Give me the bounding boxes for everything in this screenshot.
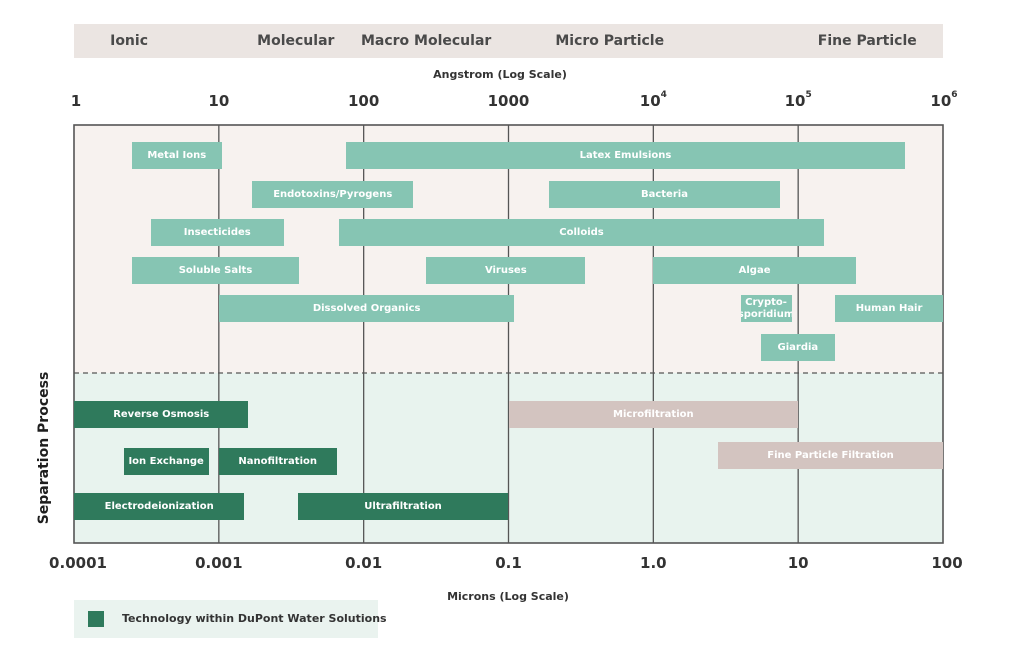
process-bar: Nanofiltration: [218, 448, 337, 475]
top-tick-label: 104: [639, 90, 667, 110]
particle-bar: Insecticides: [150, 219, 284, 246]
process-bar: Reverse Osmosis: [74, 401, 249, 428]
process-bar: Ultrafiltration: [297, 493, 509, 520]
plot-frame: [73, 124, 944, 544]
bottom-tick-label: 100: [931, 554, 963, 572]
particle-bar: Endotoxins/Pyrogens: [252, 181, 414, 208]
bottom-tick-label: 10: [787, 554, 809, 572]
top-tick-label: 1: [70, 92, 82, 110]
bottom-tick-label: 0.01: [345, 554, 383, 572]
particle-bar: Metal Ions: [131, 142, 222, 169]
category-label: Micro Particle: [555, 33, 665, 49]
category-header-band: [74, 24, 943, 58]
bottom-tick-label: 0.0001: [49, 554, 107, 572]
particle-bar: Latex Emulsions: [345, 142, 906, 169]
particle-bar: Giardia: [760, 334, 836, 361]
process-bar: Fine Particle Filtration: [718, 442, 943, 469]
particle-bar: Algae: [653, 257, 856, 284]
particle-bar: Dissolved Organics: [218, 295, 515, 322]
top-tick-label: 106: [930, 90, 958, 110]
y-axis-title: Separation Process: [36, 371, 52, 525]
legend: [74, 600, 378, 638]
bottom-tick-label: 0.001: [195, 554, 243, 572]
top-tick-label: 10: [208, 92, 230, 110]
particle-bar: Crypto-sporidium: [740, 295, 792, 322]
category-label: Ionic: [110, 33, 149, 49]
category-label: Macro Molecular: [360, 33, 492, 49]
bottom-tick-label: 0.1: [495, 554, 522, 572]
legend-label: Technology within DuPont Water Solutions: [122, 612, 387, 625]
legend-swatch: [88, 611, 104, 627]
process-bar: Ion Exchange: [123, 448, 209, 475]
process-bar: Microfiltration: [508, 401, 799, 428]
top-tick-label: 100: [348, 92, 380, 110]
particle-bar: Soluble Salts: [131, 257, 300, 284]
category-label: Fine Particle: [817, 33, 917, 49]
process-bar: Electrodeionization: [74, 493, 245, 520]
particle-bar: Bacteria: [548, 181, 781, 208]
bottom-tick-label: 1.0: [640, 554, 667, 572]
particle-bar: Colloids: [339, 219, 824, 246]
particle-bar: Human Hair: [835, 295, 943, 322]
bottom-axis-title: Microns (Log Scale): [447, 590, 569, 603]
category-label: Molecular: [257, 33, 335, 49]
top-axis-title: Angstrom (Log Scale): [433, 68, 567, 81]
particle-bar: Viruses: [426, 257, 586, 284]
top-tick-label: 1000: [487, 92, 530, 110]
top-tick-label: 105: [784, 90, 812, 110]
